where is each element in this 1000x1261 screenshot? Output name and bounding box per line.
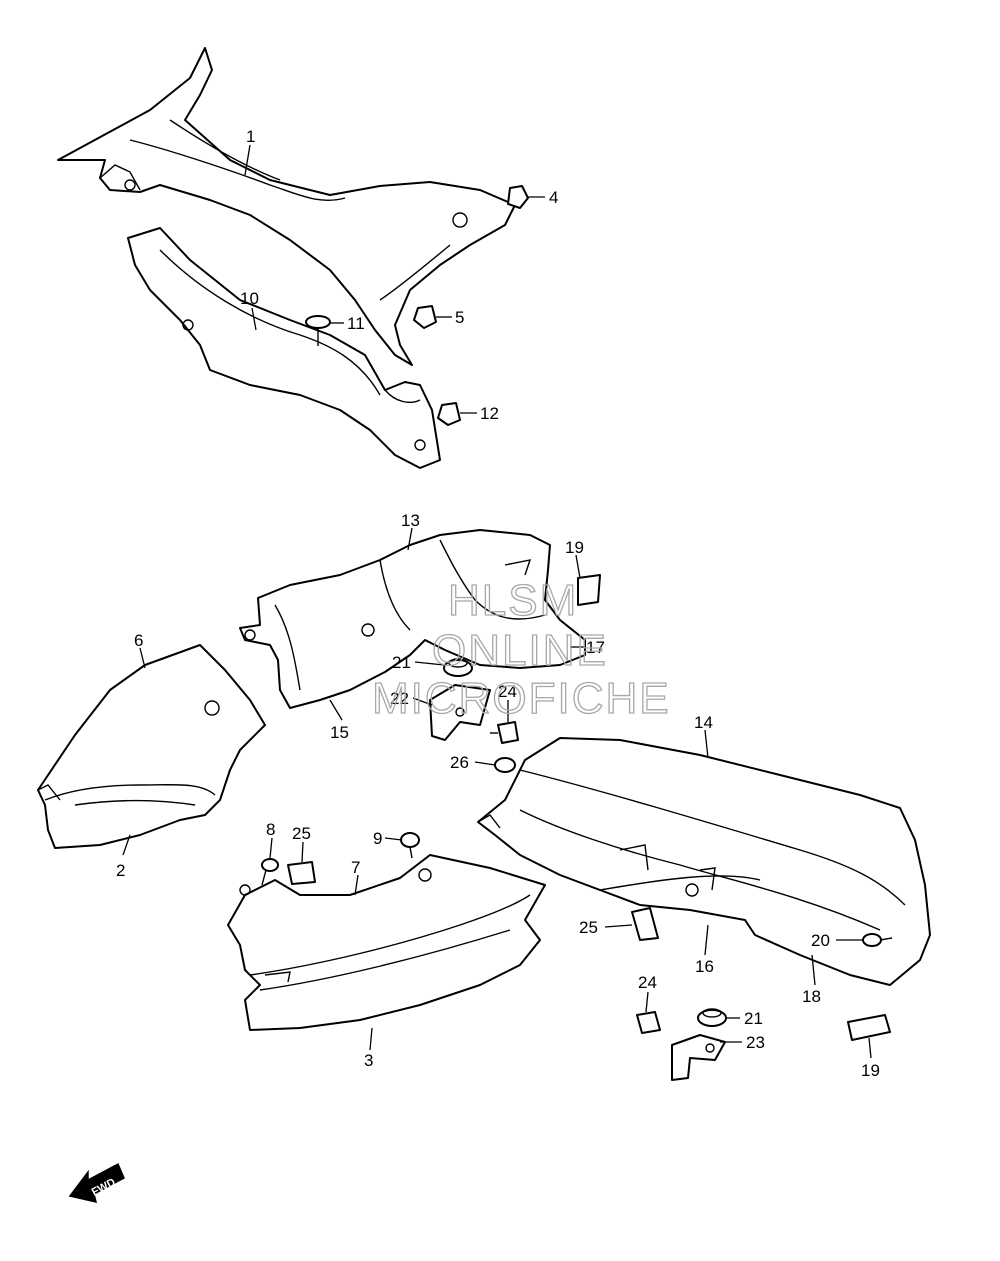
- callouts: 1 2 3 4 5 6 7 8 9 10 11 12 13 14 15 16 1…: [116, 127, 880, 1080]
- part-13-15-17-center-duct: [239, 529, 586, 709]
- callout-19-lower: 19: [861, 1061, 880, 1080]
- callout-21-lower: 21: [744, 1009, 763, 1028]
- callout-2: 2: [116, 861, 125, 880]
- part-1-upper-cover: [57, 47, 516, 366]
- leader-lines: [122, 144, 872, 1059]
- callout-9: 9: [373, 829, 382, 848]
- callout-5: 5: [455, 308, 464, 327]
- fwd-arrow-icon: FWD: [68, 1162, 125, 1204]
- callout-24-lower: 24: [638, 973, 657, 992]
- callout-10: 10: [240, 289, 259, 308]
- callout-23: 23: [746, 1033, 765, 1052]
- watermark-line-2: ONLINE: [432, 626, 608, 675]
- watermark-line-3: MICROFICHE: [372, 674, 671, 723]
- callout-13: 13: [401, 511, 420, 530]
- callout-4: 4: [549, 188, 558, 207]
- callout-24-upper: 24: [498, 682, 517, 701]
- hardware: [261, 185, 893, 1081]
- callout-22: 22: [390, 689, 409, 708]
- part-10-lower-duct: [127, 227, 441, 469]
- callout-18: 18: [802, 987, 821, 1006]
- part-6-2-side-cover: [37, 644, 266, 849]
- callout-17: 17: [586, 638, 605, 657]
- callout-25-lower: 25: [579, 918, 598, 937]
- callout-14: 14: [694, 713, 713, 732]
- part-7-3-lower-cover: [227, 854, 546, 1031]
- callout-19-upper: 19: [565, 538, 584, 557]
- callout-6: 6: [134, 631, 143, 650]
- callout-8: 8: [266, 820, 275, 839]
- callout-26: 26: [450, 753, 469, 772]
- callout-12: 12: [480, 404, 499, 423]
- watermark-line-1: HLSM: [448, 576, 578, 625]
- callout-3: 3: [364, 1051, 373, 1070]
- callout-21-upper: 21: [392, 653, 411, 672]
- callout-11: 11: [347, 314, 365, 333]
- callout-1: 1: [246, 127, 255, 146]
- watermark: HLSM ONLINE MICROFICHE: [371, 575, 671, 723]
- callout-15: 15: [330, 723, 349, 742]
- part-14-16-18-large-panel: [477, 737, 931, 986]
- callout-20: 20: [811, 931, 830, 950]
- callout-16: 16: [695, 957, 714, 976]
- callout-7: 7: [351, 858, 360, 877]
- callout-25-upper: 25: [292, 824, 311, 843]
